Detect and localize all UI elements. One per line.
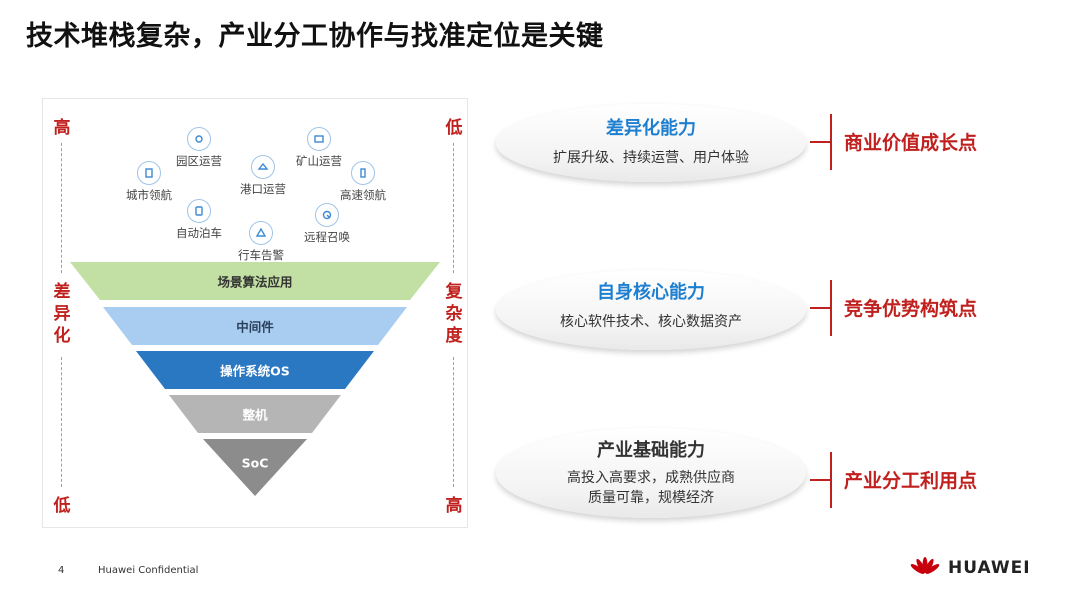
right-axis-label: 复 杂 度 (443, 281, 465, 347)
layer-soc (203, 439, 307, 496)
left-axis-label: 差 异 化 (51, 281, 73, 347)
right-axis-char: 杂 (445, 304, 463, 324)
campus-icon (187, 127, 211, 151)
layer-os-label: 操作系统OS (220, 363, 290, 379)
scenario-label: 行车告警 (238, 248, 284, 262)
scenario-label: 园区运营 (176, 154, 222, 168)
highway-icon (351, 161, 375, 185)
inverted-pyramid (70, 262, 440, 496)
layer-os (136, 351, 374, 389)
bracket-tick-1 (810, 141, 830, 143)
capability-core: 自身核心能力 核心软件技术、核心数据资产 (496, 270, 806, 350)
scenario-remote-summon: 远程召唤 (304, 203, 350, 245)
scenario-label: 矿山运营 (296, 154, 342, 168)
capability-title: 差异化能力 (606, 118, 696, 139)
confidential-label: Huawei Confidential (98, 565, 199, 576)
left-axis-char: 差 (53, 282, 71, 302)
layer-soc-label: SoC (241, 455, 269, 471)
point-label-1: 商业价值成长点 (844, 132, 978, 154)
layer-scene-algorithm (70, 262, 440, 300)
right-axis-char: 度 (445, 326, 463, 346)
stack-diagram: 高 差 异 化 低 低 复 杂 度 高 园区运营 矿山运营 城市领航 港口运营 … (42, 98, 468, 528)
scenario-city-nav: 城市领航 (126, 161, 172, 203)
left-axis-line-lower (61, 357, 62, 487)
scenario-parking: 自动泊车 (176, 199, 222, 241)
right-axis-char: 复 (445, 282, 463, 302)
bracket-2 (830, 280, 832, 336)
bracket-tick-3 (810, 479, 830, 481)
remote-summon-icon (315, 203, 339, 227)
mine-icon (307, 127, 331, 151)
scenario-campus: 园区运营 (176, 127, 222, 169)
capability-differentiation: 差异化能力 扩展升级、持续运营、用户体验 (496, 104, 806, 182)
scenario-label: 高速领航 (340, 188, 386, 202)
left-axis-char: 异 (53, 304, 71, 324)
left-axis-top: 高 (53, 118, 71, 138)
right-axis-bottom: 高 (445, 496, 463, 516)
scenario-highway: 高速领航 (340, 161, 386, 203)
right-axis-top: 低 (445, 118, 463, 138)
bracket-tick-2 (810, 307, 830, 309)
driving-alert-icon (249, 221, 273, 245)
capability-title: 产业基础能力 (597, 440, 705, 461)
bracket-1 (830, 114, 832, 170)
left-axis-bottom: 低 (53, 496, 71, 516)
bracket-3 (830, 452, 832, 508)
city-nav-icon (137, 161, 161, 185)
layer-scene-algorithm-label: 场景算法应用 (217, 274, 293, 290)
huawei-logo: HUAWEI (908, 556, 1031, 580)
scenario-mine: 矿山运营 (296, 127, 342, 169)
scenario-label: 港口运营 (240, 182, 286, 196)
scenario-port: 港口运营 (240, 155, 286, 197)
left-axis-char: 化 (53, 326, 71, 346)
capability-desc: 核心软件技术、核心数据资产 (560, 314, 742, 330)
brand-name: HUAWEI (948, 558, 1031, 578)
port-icon (251, 155, 275, 179)
scenario-label: 远程召唤 (304, 230, 350, 244)
layer-hardware-label: 整机 (242, 407, 268, 423)
capability-title: 自身核心能力 (597, 282, 705, 303)
right-axis-line-lower (453, 357, 454, 487)
layer-hardware (169, 395, 341, 433)
capability-desc: 扩展升级、持续运营、用户体验 (553, 150, 749, 166)
scenario-label: 自动泊车 (176, 226, 222, 240)
parking-icon (187, 199, 211, 223)
huawei-petal-icon (910, 557, 940, 574)
capability-desc-line2: 质量可靠，规模经济 (588, 490, 714, 506)
page-number: 4 (58, 565, 65, 576)
capability-desc-line1: 高投入高要求，成熟供应商 (567, 470, 735, 486)
page-title: 技术堆栈复杂，产业分工协作与找准定位是关键 (26, 21, 604, 52)
point-label-2: 竞争优势构筑点 (844, 298, 978, 320)
scenario-label: 城市领航 (126, 188, 172, 202)
layer-middleware-label: 中间件 (236, 319, 274, 335)
left-axis-line-upper (61, 143, 62, 273)
capability-industry-base: 产业基础能力 高投入高要求，成熟供应商 质量可靠，规模经济 (496, 428, 806, 518)
scenario-driving-alert: 行车告警 (238, 221, 284, 263)
layer-middleware (103, 307, 407, 345)
right-axis-line-upper (453, 143, 454, 273)
point-label-3: 产业分工利用点 (844, 470, 978, 492)
